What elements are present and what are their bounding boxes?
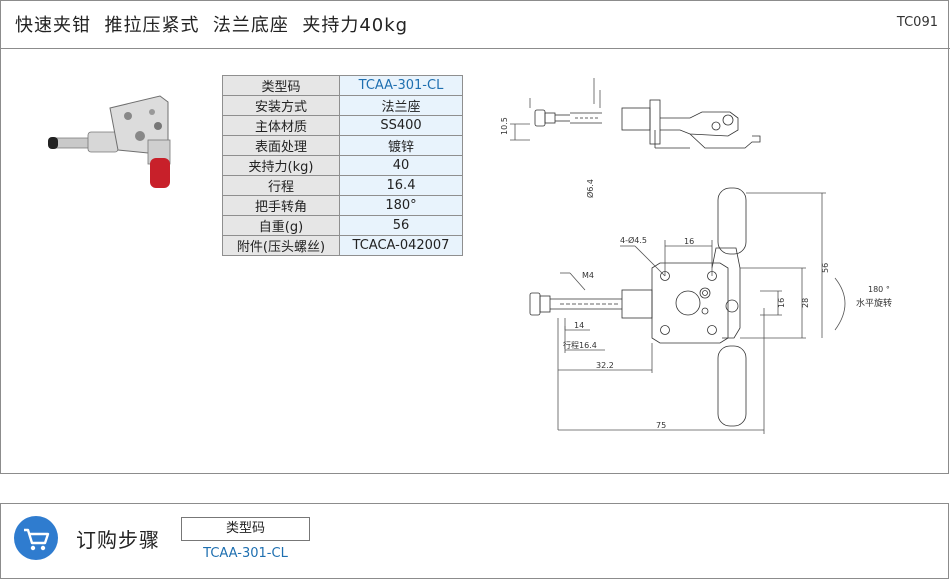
cart-icon [14, 516, 58, 560]
spec-key: 夹持力(kg) [222, 155, 340, 176]
dim-322: 32.2 [596, 361, 614, 370]
spec-key: 把手转角 [222, 195, 340, 216]
spec-value: 180° [339, 195, 463, 216]
rotation-label: 水平旋转 [856, 297, 892, 309]
table-row: 安装方式法兰座 [222, 95, 463, 116]
spec-value: 40 [339, 155, 463, 176]
order-model-value: TCAA-301-CL [203, 546, 288, 561]
dim-d64: Ø6.4 [585, 179, 595, 198]
spec-value: SS400 [339, 115, 463, 136]
front-view [529, 187, 846, 434]
table-row: 自重(g)56 [222, 215, 463, 236]
dim-105: 10.5 [500, 117, 509, 135]
spec-key: 附件(压头螺丝) [222, 235, 340, 256]
rotation-angle: 180 ° [868, 285, 890, 294]
spec-key: 类型码 [222, 75, 340, 96]
order-title: 订购步骤 [76, 528, 160, 552]
dim-75: 75 [656, 421, 666, 430]
title-bar: 快速夹钳 推拉压紧式 法兰底座 夹持力40kg TC091 [1, 1, 950, 49]
dim-16-top: 16 [684, 237, 694, 246]
table-row: 夹持力(kg)40 [222, 155, 463, 176]
spec-key: 表面处理 [222, 135, 340, 156]
product-photo [48, 95, 171, 188]
table-row: 表面处理镀锌 [222, 135, 463, 156]
dim-16-right: 16 [777, 298, 786, 308]
dim-m4: M4 [582, 271, 594, 280]
spec-key: 安装方式 [222, 95, 340, 116]
order-header: 类型码 [181, 517, 310, 541]
spec-value: 16.4 [339, 175, 463, 196]
spec-key: 主体材质 [222, 115, 340, 136]
spec-value: TCAA-301-CL [339, 75, 463, 96]
dim-28: 28 [801, 298, 810, 308]
product-panel: 快速夹钳 推拉压紧式 法兰底座 夹持力40kg TC091 [0, 0, 950, 474]
technical-drawing: Ø6.4 10.5 [500, 78, 892, 434]
dim-14: 14 [574, 321, 584, 330]
spec-value: 法兰座 [339, 95, 463, 116]
product-code: TC091 [896, 15, 938, 30]
table-row: 附件(压头螺丝)TCACA-042007 [222, 235, 463, 256]
spec-key: 自重(g) [222, 215, 340, 236]
side-view [510, 78, 761, 149]
spec-key: 行程 [222, 175, 340, 196]
dim-stroke: 行程16.4 [563, 340, 597, 350]
spec-value: 镀锌 [339, 135, 463, 156]
spec-value: TCACA-042007 [339, 235, 463, 256]
order-panel [0, 503, 949, 579]
spec-value: 56 [339, 215, 463, 236]
dim-4045: 4-Ø4.5 [620, 235, 647, 245]
product-title: 快速夹钳 推拉压紧式 法兰底座 夹持力40kg [15, 15, 409, 36]
dim-56: 56 [821, 263, 830, 273]
